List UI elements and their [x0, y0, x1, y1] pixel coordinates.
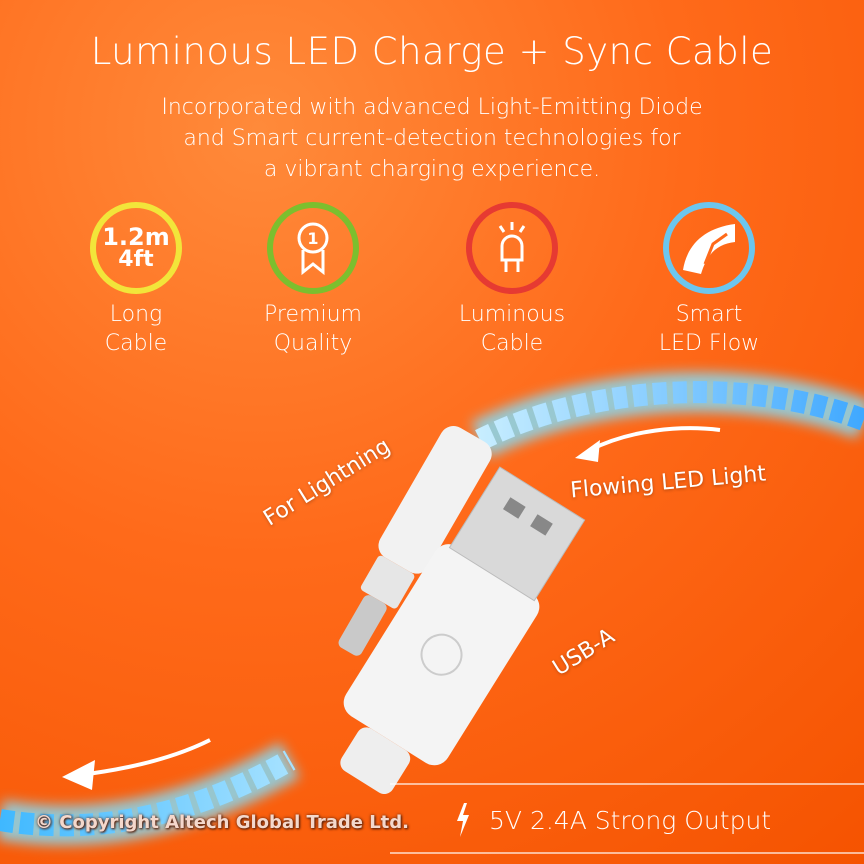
divider	[390, 783, 864, 785]
output-spec: 5V 2.4A Strong Output	[455, 803, 771, 837]
lightning-bolt-icon	[457, 803, 469, 837]
award-ribbon-icon: 1	[267, 202, 359, 294]
led-bulb-icon	[466, 202, 558, 294]
copyright-watermark: © Copyright Altech Global Trade Ltd.	[35, 812, 410, 833]
feature-label: Long	[109, 302, 163, 327]
subtitle-line: a vibrant charging experience.	[263, 157, 601, 182]
award-number: 1	[307, 229, 318, 248]
feature-label: Premium	[264, 302, 362, 327]
length-badge-icon: 1.2m 4ft	[90, 202, 182, 294]
length-imperial: 4ft	[118, 247, 154, 272]
feature-label: LED Flow	[658, 331, 760, 356]
flow-arrow-top	[589, 426, 721, 452]
length-metric: 1.2m	[102, 223, 170, 251]
output-text: 5V 2.4A Strong Output	[489, 805, 772, 835]
feature-label: Cable	[104, 331, 168, 356]
subtitle-line: and Smart current-detection technologies…	[183, 126, 681, 151]
divider	[390, 852, 864, 854]
subtitle: Incorporated with advanced Light-Emittin…	[0, 92, 864, 185]
feature-label: Luminous	[458, 302, 566, 327]
feature-label: Quality	[273, 331, 353, 356]
lightning-connector	[338, 426, 492, 656]
feature-label: Cable	[480, 331, 544, 356]
flow-arrow-bottom	[79, 738, 211, 777]
usb-a-connector	[340, 466, 586, 795]
flow-arrow-icon	[663, 202, 755, 294]
subtitle-line: Incorporated with advanced Light-Emittin…	[161, 95, 703, 120]
led-cable	[0, 381, 864, 837]
page-title: Luminous LED Charge + Sync Cable	[90, 30, 774, 73]
feature-label: Smart	[675, 302, 743, 327]
